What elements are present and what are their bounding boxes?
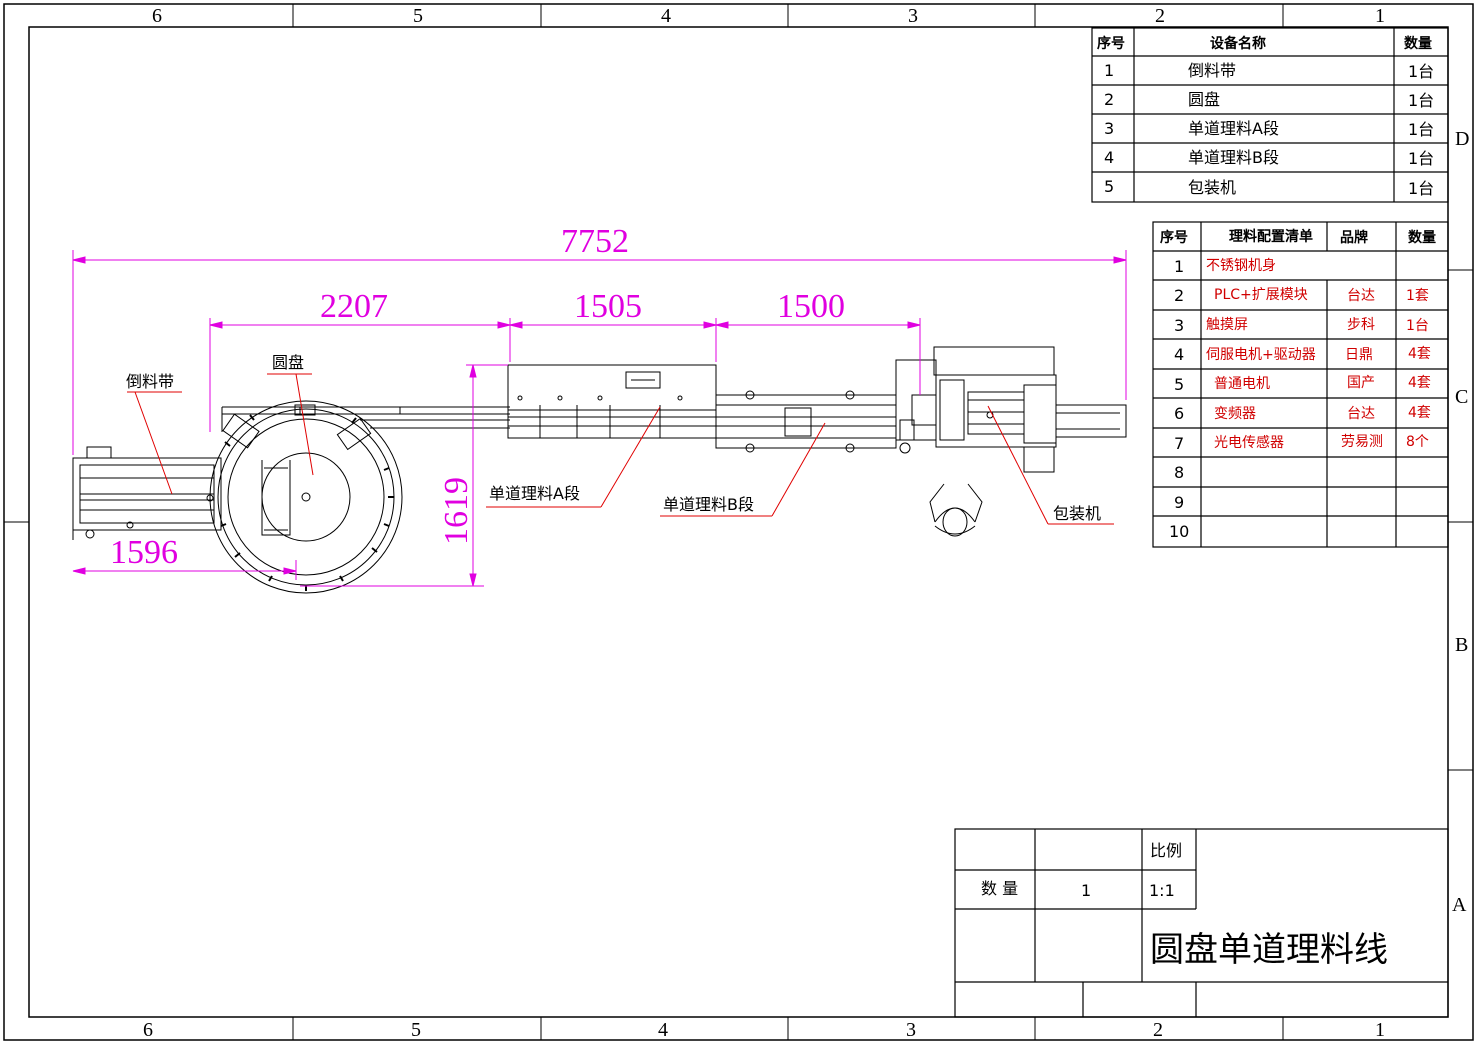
- config-row-10-no: 10: [1169, 522, 1189, 541]
- label-disc: 圆盘: [272, 353, 304, 372]
- title-block: [954, 828, 1449, 1018]
- config-row-6-item: 变频器: [1214, 406, 1256, 422]
- config-row-4-item: 伺服电机+驱动器: [1206, 347, 1316, 363]
- config-row-6-brand: 台达: [1347, 406, 1375, 422]
- machine-layout: [72, 346, 1127, 594]
- equip-row-1-no: 1: [1104, 61, 1114, 80]
- config-row-9-no: 9: [1174, 493, 1184, 512]
- dim-2207: 2207: [320, 288, 388, 325]
- label-lane-b: 单道理料B段: [663, 495, 754, 514]
- equip-row-5-qty: 1台: [1408, 179, 1434, 198]
- packer-drawing: [895, 346, 1127, 473]
- zone-top-6: 6: [152, 5, 162, 27]
- zone-right-d: D: [1455, 128, 1469, 150]
- title-scale-value: 1:1: [1149, 881, 1175, 900]
- dim-1505: 1505: [574, 288, 642, 325]
- zone-dividers: [4, 4, 1473, 1040]
- config-row-4-no: 4: [1174, 345, 1184, 364]
- config-row-5-item: 普通电机: [1214, 376, 1270, 392]
- config-row-8-no: 8: [1174, 463, 1184, 482]
- dim-total: 7752: [561, 223, 629, 260]
- conveyor-drawing: [72, 446, 222, 540]
- equip-row-3-no: 3: [1104, 119, 1114, 138]
- label-packer: 包装机: [1053, 504, 1101, 523]
- config-row-3-qty: 1台: [1406, 318, 1429, 334]
- zone-bottom-4: 4: [658, 1019, 668, 1041]
- config-row-5-qty: 4套: [1408, 375, 1431, 391]
- equip-row-5-name: 包装机: [1188, 178, 1236, 197]
- inner-frame: [28, 26, 1449, 1018]
- zone-bottom-6: 6: [143, 1019, 153, 1041]
- zone-right-b: B: [1455, 634, 1468, 656]
- dim-1500: 1500: [777, 288, 845, 325]
- zone-bottom-1: 1: [1375, 1019, 1385, 1041]
- zone-top-2: 2: [1155, 5, 1165, 27]
- config-row-2-item: PLC+扩展模块: [1214, 287, 1308, 303]
- equip-row-2-no: 2: [1104, 90, 1114, 109]
- zone-bottom-3: 3: [906, 1019, 916, 1041]
- config-table: [1152, 221, 1449, 548]
- config-header-brand: 品牌: [1340, 229, 1368, 246]
- config-row-6-qty: 4套: [1408, 405, 1431, 421]
- equip-row-2-name: 圆盘: [1188, 90, 1220, 109]
- title-qty-label: 数 量: [981, 879, 1018, 898]
- leader-lines: [127, 373, 1114, 525]
- config-row-4-brand: 日鼎: [1345, 347, 1373, 363]
- zone-top-3: 3: [908, 5, 918, 27]
- equip-row-4-no: 4: [1104, 148, 1114, 167]
- config-header-no: 序号: [1160, 229, 1188, 246]
- equip-row-3-name: 单道理料A段: [1188, 119, 1279, 138]
- config-row-7-no: 7: [1174, 434, 1184, 453]
- config-row-3-item: 触摸屏: [1206, 317, 1248, 333]
- label-lane-a: 单道理料A段: [489, 484, 580, 503]
- zone-top-5: 5: [413, 5, 423, 27]
- drawing-title: 圆盘单道理料线: [1150, 930, 1388, 970]
- config-row-2-qty: 1套: [1406, 288, 1429, 304]
- disc-drawing: [209, 400, 403, 594]
- zone-bottom-2: 2: [1153, 1019, 1163, 1041]
- config-row-7-qty: 8个: [1406, 434, 1429, 450]
- equip-row-2-qty: 1台: [1408, 91, 1434, 110]
- equip-row-1-name: 倒料带: [1188, 61, 1236, 80]
- config-row-1-no: 1: [1174, 257, 1184, 276]
- zone-right-a: A: [1452, 894, 1467, 916]
- zone-top-4: 4: [661, 5, 671, 27]
- equip-row-5-no: 5: [1104, 177, 1114, 196]
- title-qty-value: 1: [1081, 881, 1091, 900]
- config-row-7-item: 光电传感器: [1214, 434, 1284, 451]
- config-row-1-item: 不锈钢机身: [1206, 258, 1276, 274]
- equip-header-name: 设备名称: [1210, 35, 1266, 52]
- title-scale-label: 比例: [1150, 841, 1182, 860]
- config-row-2-no: 2: [1174, 286, 1184, 305]
- operator-icon: [929, 483, 983, 537]
- label-conveyor: 倒料带: [126, 372, 174, 391]
- config-row-7-brand: 劳易测: [1341, 434, 1383, 450]
- config-row-5-no: 5: [1174, 375, 1184, 394]
- lane-a-drawing: [507, 364, 717, 439]
- config-row-3-no: 3: [1174, 316, 1184, 335]
- equip-row-4-qty: 1台: [1408, 149, 1434, 168]
- equip-header-no: 序号: [1097, 35, 1125, 52]
- zone-bottom-5: 5: [411, 1019, 421, 1041]
- config-header-qty: 数量: [1408, 229, 1436, 246]
- equip-row-1-qty: 1台: [1408, 62, 1434, 81]
- config-header-item: 理料配置清单: [1229, 228, 1313, 245]
- dim-1596: 1596: [110, 534, 178, 571]
- dimension-lines: [72, 250, 1127, 587]
- config-row-6-no: 6: [1174, 404, 1184, 423]
- config-row-5-brand: 国产: [1347, 375, 1375, 391]
- equip-row-3-qty: 1台: [1408, 120, 1434, 139]
- equip-row-4-name: 单道理料B段: [1188, 148, 1279, 167]
- equipment-table: [1091, 27, 1449, 203]
- config-row-2-brand: 台达: [1347, 288, 1375, 304]
- zone-right-c: C: [1455, 386, 1468, 408]
- transfer-rails: [221, 406, 510, 432]
- config-row-3-brand: 步科: [1347, 317, 1375, 333]
- dim-1619: 1619: [438, 477, 475, 545]
- config-row-4-qty: 4套: [1408, 346, 1431, 362]
- zone-top-1: 1: [1375, 5, 1385, 27]
- equip-header-qty: 数量: [1404, 35, 1432, 52]
- lane-b-drawing: [715, 390, 897, 453]
